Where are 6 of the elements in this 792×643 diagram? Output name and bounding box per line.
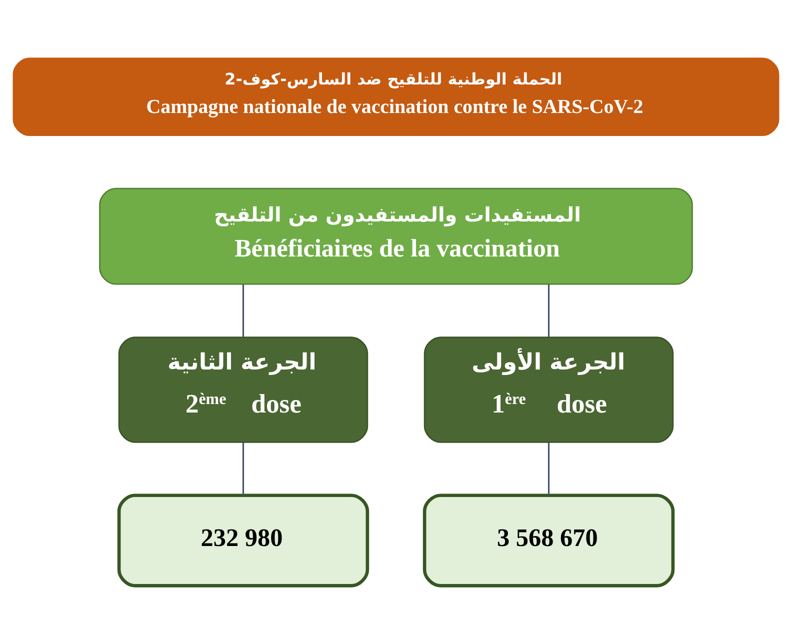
node-box: 232 980 <box>117 493 370 587</box>
connector <box>548 284 550 336</box>
connector <box>242 442 244 495</box>
connector <box>548 442 550 495</box>
connector <box>242 284 244 336</box>
node-box: 3 568 670 <box>422 493 675 587</box>
